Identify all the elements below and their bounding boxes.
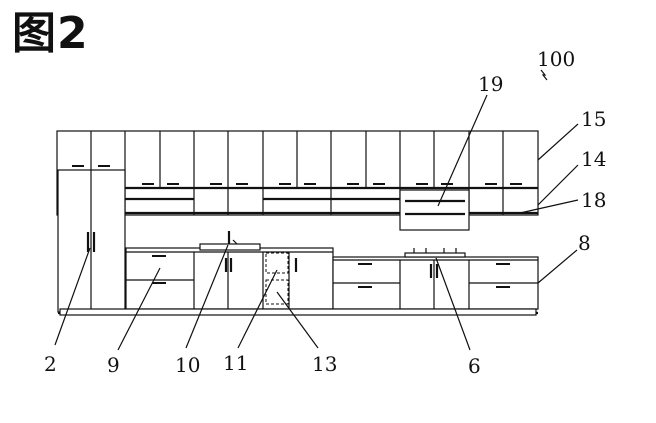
label-2: 2 <box>44 352 57 376</box>
label-19: 19 <box>478 72 503 96</box>
label-15: 15 <box>581 107 606 131</box>
label-100: 100 <box>537 47 575 71</box>
label-9: 9 <box>107 353 120 377</box>
leader-lines <box>54 69 579 351</box>
figure-title: 图2 <box>12 8 89 59</box>
label-13: 13 <box>312 352 337 376</box>
label-6: 6 <box>468 354 481 378</box>
label-18: 18 <box>581 188 606 212</box>
label-10: 10 <box>175 353 200 377</box>
label-11: 11 <box>223 351 248 375</box>
range-hood <box>399 189 470 231</box>
base-cabinets <box>58 231 539 316</box>
label-14: 14 <box>581 147 606 171</box>
label-8: 8 <box>578 231 591 255</box>
refrigerator <box>57 169 126 313</box>
reference-numerals: 100 19 15 14 18 8 2 9 10 11 13 6 <box>44 47 606 378</box>
upper-cabinets <box>56 130 539 216</box>
